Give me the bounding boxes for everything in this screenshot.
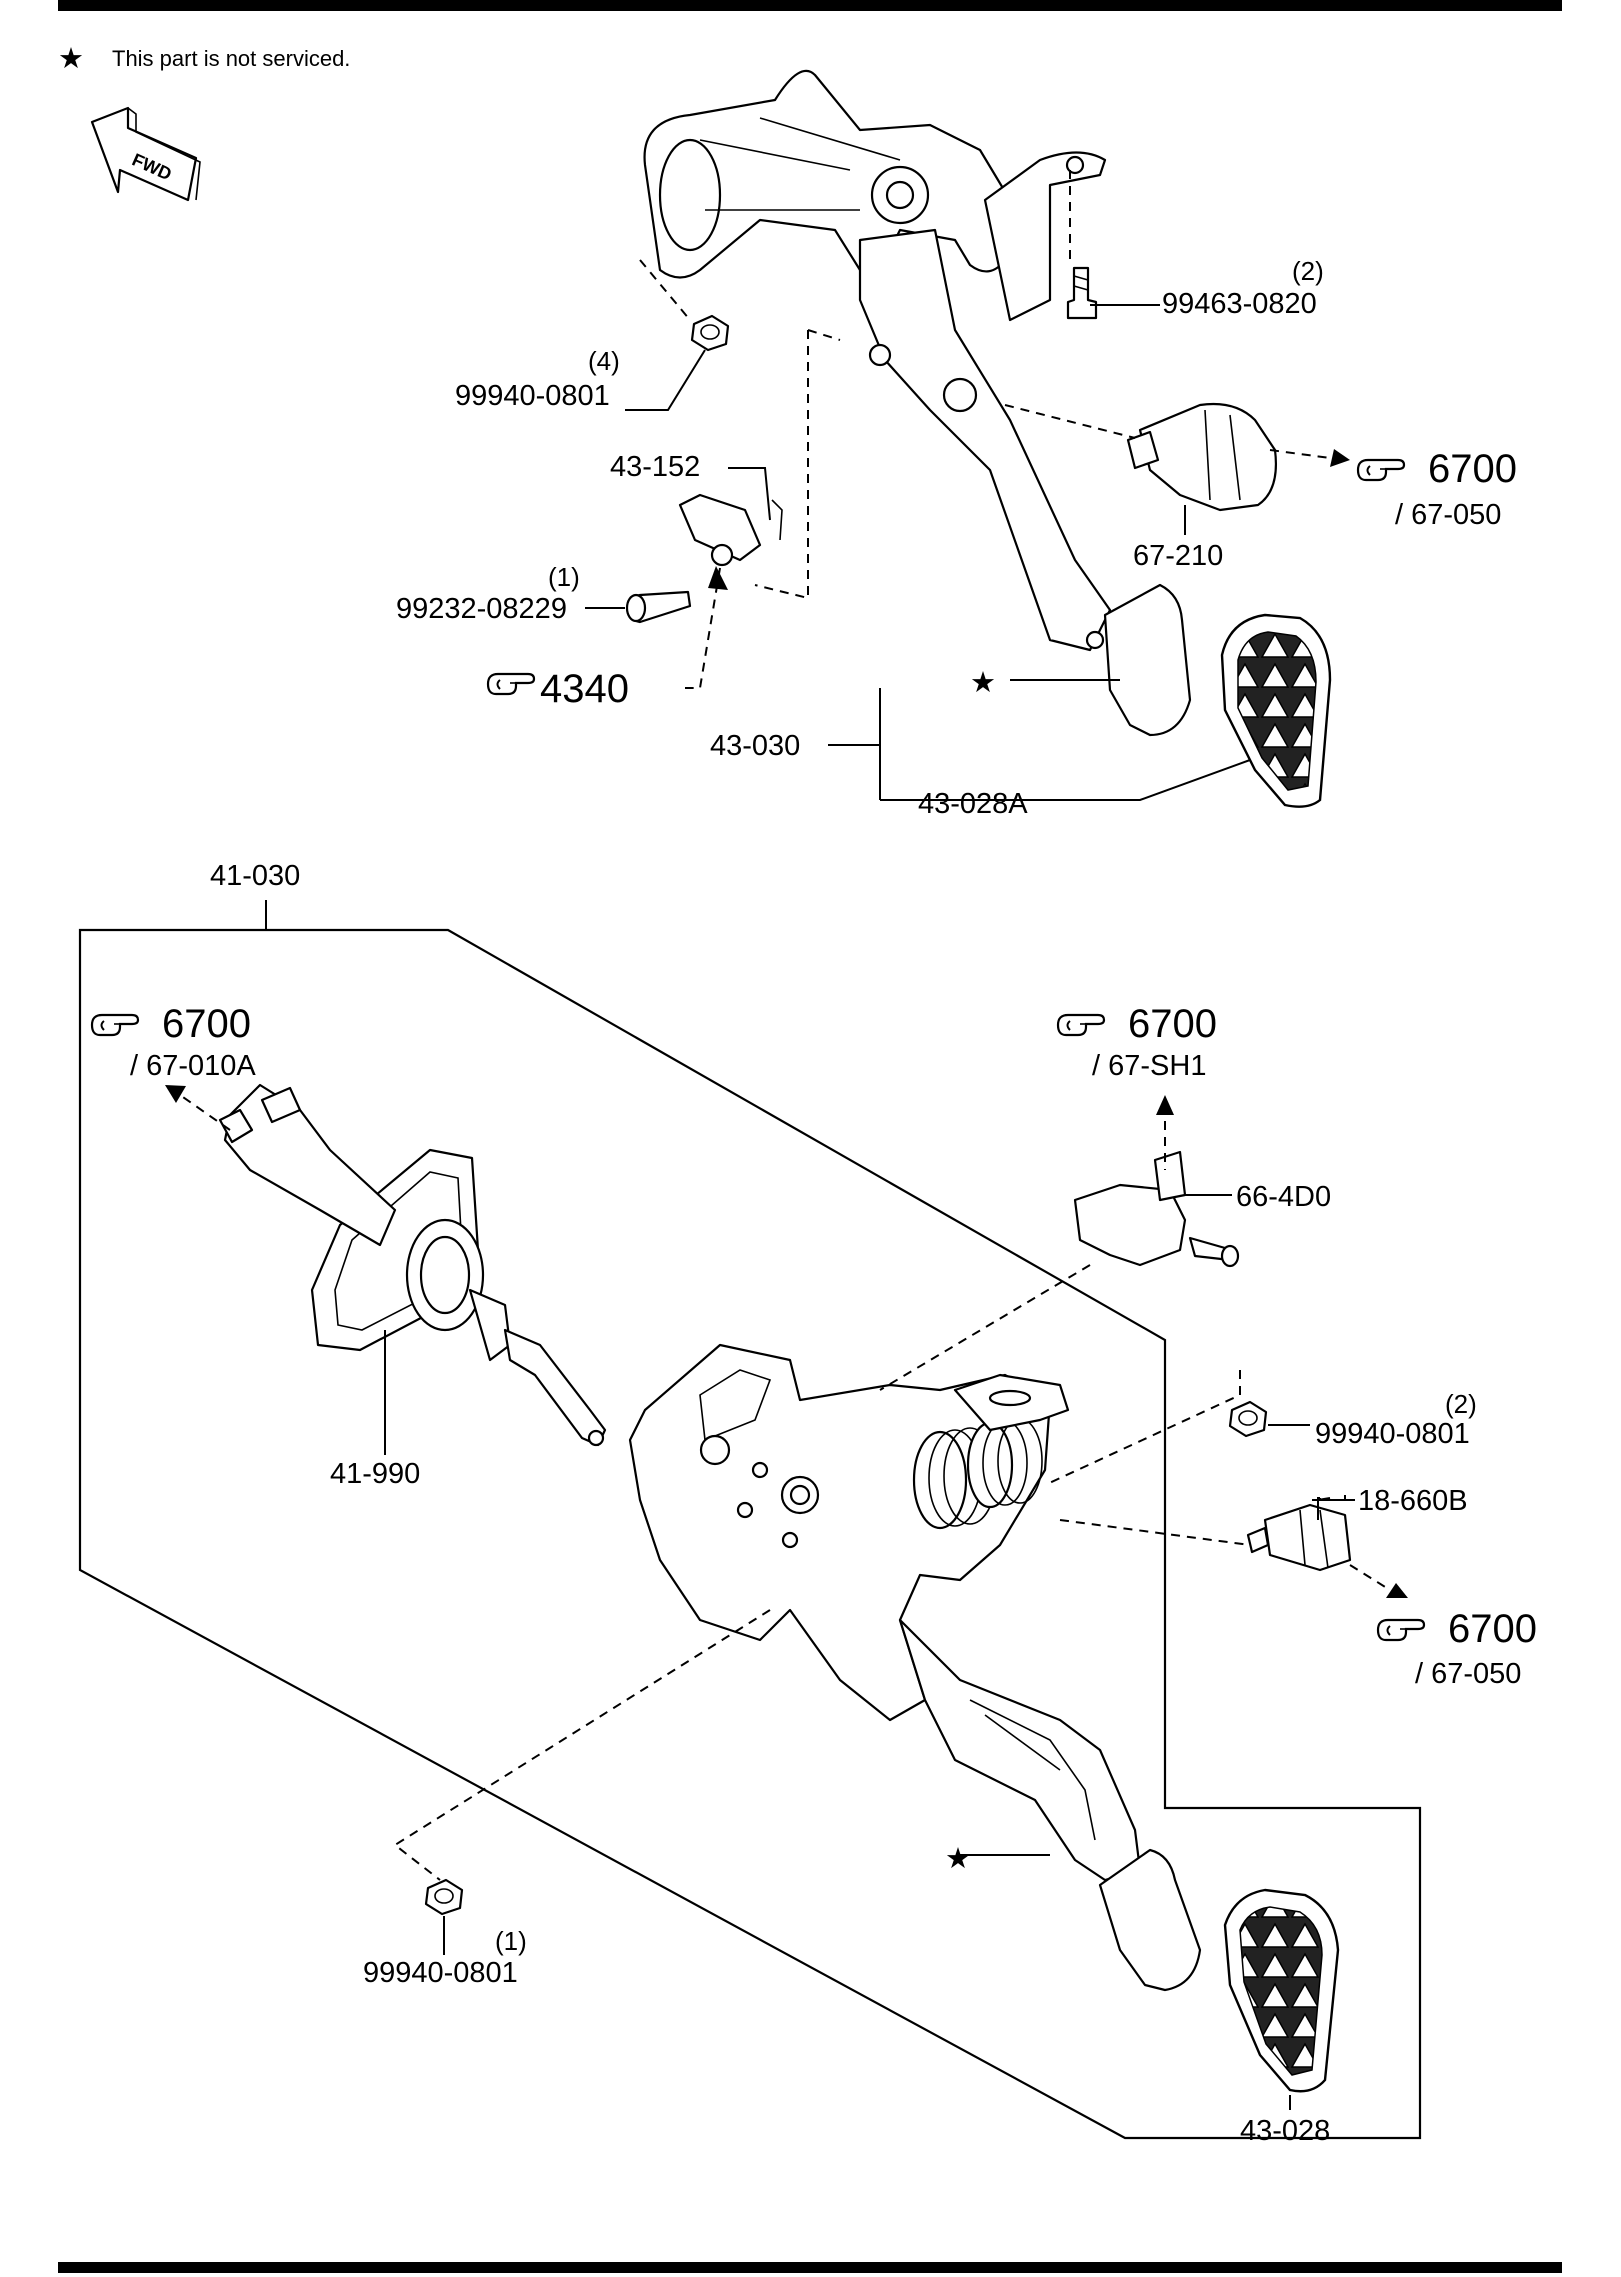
hand-pointer-icon xyxy=(1356,458,1406,482)
switch-part-number: 67-210 xyxy=(1133,540,1223,572)
bolt-part-number: 99463-0820 xyxy=(1162,288,1317,320)
hand-pointer-icon xyxy=(486,672,536,696)
clip-part-number: 43-152 xyxy=(610,451,700,483)
ref-4340: 4340 xyxy=(540,667,629,711)
lower-leader-lines xyxy=(165,1085,1408,2110)
pin-qty: (1) xyxy=(548,562,580,592)
switch-right-ref-sub: / 67-050 xyxy=(1415,1658,1521,1690)
lower-pedal-star: ★ xyxy=(945,1843,971,1875)
switch-right-part-number: 18-660B xyxy=(1358,1485,1468,1517)
nut-right-qty: (2) xyxy=(1445,1389,1477,1419)
master-cyl-ref: 6700 xyxy=(162,1002,251,1046)
assembly-part-number: 41-030 xyxy=(210,860,300,892)
bottom-rule xyxy=(58,2262,1562,2273)
pin-part-number: 99232-08229 xyxy=(396,593,567,625)
switch-top-part-number: 66-4D0 xyxy=(1236,1181,1331,1213)
switch-top-ref: 6700 xyxy=(1128,1002,1217,1046)
master-cyl-ref-sub: / 67-010A xyxy=(130,1050,256,1082)
nut-bottom-qty: (1) xyxy=(495,1926,527,1956)
clutch-pedal-assembly-upper xyxy=(625,69,1332,808)
lower-pad-part-number: 43-028 xyxy=(1240,2115,1330,2147)
pad-part-number: 43-028A xyxy=(918,788,1028,820)
switch-ref: 6700 xyxy=(1428,447,1517,491)
pedal-part-number: 43-030 xyxy=(710,730,800,762)
top-rule xyxy=(58,0,1562,11)
note-star: ★ xyxy=(58,43,84,75)
switch-right-ref: 6700 xyxy=(1448,1607,1537,1651)
switch-ref-sub: / 67-050 xyxy=(1395,499,1501,531)
assembly-41-030-outline xyxy=(78,928,1422,2140)
master-cyl-part-number: 41-990 xyxy=(330,1458,420,1490)
fwd-arrow-icon: FWD xyxy=(90,106,201,202)
switch-top-ref-sub: / 67-SH1 xyxy=(1092,1050,1206,1082)
nut-top-part-number: 99940-0801 xyxy=(455,380,610,412)
nut-bottom-part-number: 99940-0801 xyxy=(363,1957,518,1989)
pedal-star: ★ xyxy=(970,667,996,699)
nut-right-part-number: 99940-0801 xyxy=(1315,1418,1470,1450)
hand-pointer-icon xyxy=(90,1013,140,1037)
note-text: This part is not serviced. xyxy=(112,46,350,71)
clutch-pedal-assembly-lower xyxy=(218,1083,1352,2093)
nut-top-qty: (4) xyxy=(588,346,620,376)
upper-leader-lines xyxy=(585,170,1350,801)
hand-pointer-icon xyxy=(1376,1618,1426,1642)
bolt-qty: (2) xyxy=(1292,256,1324,286)
hand-pointer-icon xyxy=(1056,1013,1106,1037)
